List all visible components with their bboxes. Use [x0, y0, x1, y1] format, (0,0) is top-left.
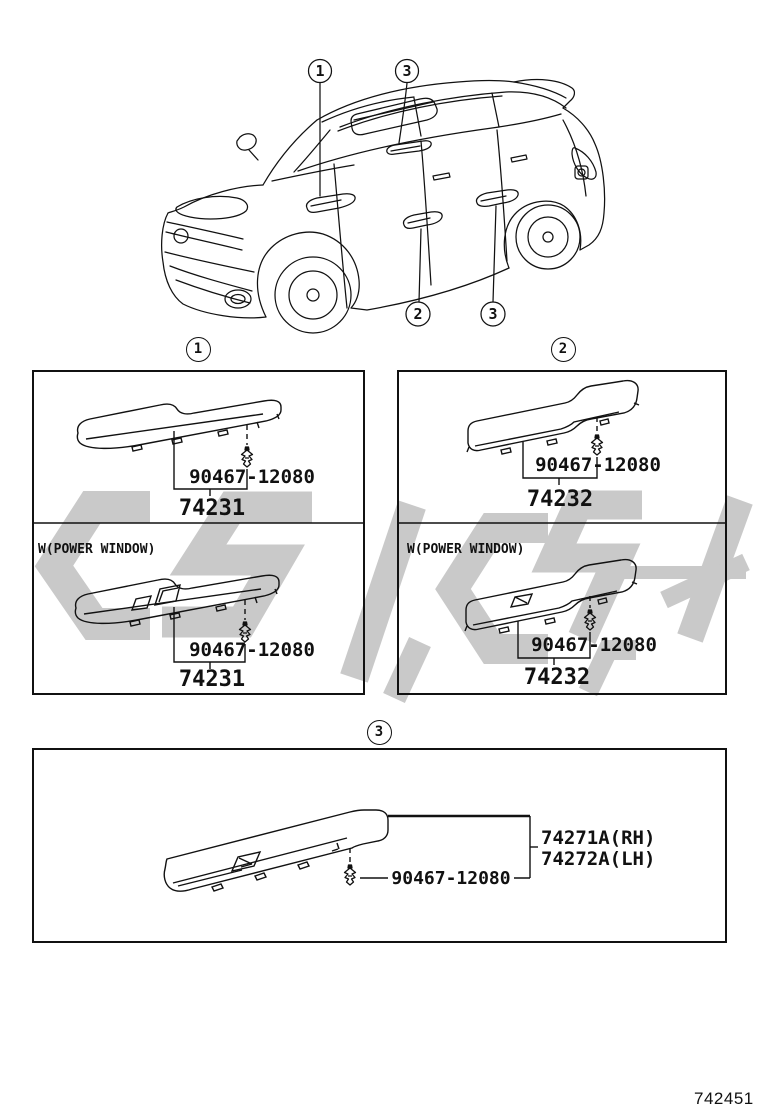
callout-number: 3 — [374, 724, 384, 740]
power-window-label: W(POWER WINDOW) — [38, 542, 155, 557]
armrest-location-markers — [305, 82, 519, 303]
part-number-74232[interactable]: 74232 — [527, 487, 593, 512]
part-number-74231[interactable]: 74231 — [179, 496, 245, 521]
box3-drawing: 90467-12080 74271A(RH) 74272A(LH) — [163, 809, 655, 892]
box1-callout-bubble[interactable]: 1 — [185, 336, 211, 362]
car-details — [164, 97, 597, 334]
callout-number: 1 — [315, 62, 324, 80]
fastener-part-number[interactable]: 90467-12080 — [189, 466, 315, 488]
callout-number: 2 — [558, 341, 568, 357]
power-window-label: W(POWER WINDOW) — [407, 542, 524, 557]
callout-bubble-3-top[interactable]: 3 — [394, 58, 420, 84]
front-armrest-panel-drawing: 90467-12080 74231 — [76, 399, 315, 521]
part-number-74272a-lh[interactable]: 74272A(LH) — [541, 848, 655, 870]
vehicle-illustration: 1 3 2 3 — [161, 58, 606, 334]
front-armrest-power-window-drawing: W(POWER WINDOW) 90467-12080 74231 — [38, 542, 315, 692]
clip-icon — [343, 864, 357, 886]
fastener-part-number[interactable]: 90467-12080 — [189, 639, 315, 661]
rear-armrest-power-window-drawing: W(POWER WINDOW) 90467-12080 74232 — [407, 542, 657, 690]
clip-icon — [583, 609, 597, 631]
box1-drawing: 90467-12080 74231 W(POWER WINDOW) 90467-… — [34, 399, 363, 692]
callout-bubble-3-rear-door[interactable]: 3 — [480, 301, 506, 327]
callout-number: 3 — [402, 62, 411, 80]
part-number-74271a-rh[interactable]: 74271A(RH) — [541, 827, 655, 849]
callout-number: 2 — [413, 305, 422, 323]
callout-bubble-1-front-door[interactable]: 1 — [307, 58, 333, 84]
fastener-part-number[interactable]: 90467-12080 — [391, 868, 510, 889]
callout-bubble-2-front-door[interactable]: 2 — [405, 301, 431, 327]
rear-armrest-panel-drawing: 90467-12080 74232 — [466, 379, 661, 512]
part-number-74231-pw[interactable]: 74231 — [179, 667, 245, 692]
box2-drawing: 90467-12080 74232 W(POWER WINDOW) 90467-… — [399, 379, 725, 690]
page-number: 742451 — [694, 1089, 754, 1108]
detail-box-1: 90467-12080 74231 W(POWER WINDOW) 90467-… — [32, 370, 365, 695]
clip-icon — [240, 446, 254, 468]
rear-switch-bezel-drawing: 90467-12080 74271A(RH) 74272A(LH) — [163, 809, 655, 892]
callout-number: 1 — [193, 341, 203, 357]
box3-callout-bubble[interactable]: 3 — [366, 719, 392, 745]
detail-box-2: 90467-12080 74232 W(POWER WINDOW) 90467-… — [397, 370, 727, 695]
car-body-outline — [161, 78, 606, 319]
callout-number: 3 — [488, 305, 497, 323]
part-number-74232-pw[interactable]: 74232 — [524, 665, 590, 690]
detail-box-3: 90467-12080 74271A(RH) 74272A(LH) — [32, 748, 727, 943]
box2-callout-bubble[interactable]: 2 — [550, 336, 576, 362]
clip-icon — [590, 434, 604, 456]
fastener-part-number[interactable]: 90467-12080 — [531, 634, 657, 656]
fastener-part-number[interactable]: 90467-12080 — [535, 454, 661, 476]
